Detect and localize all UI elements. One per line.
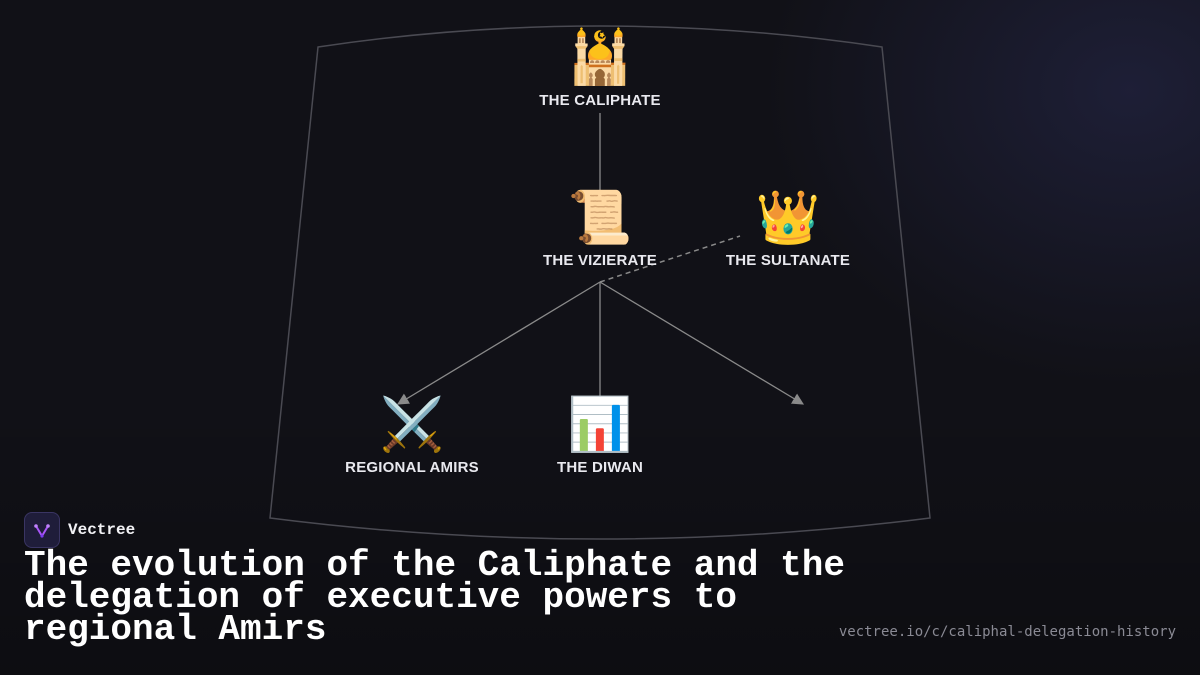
node-regional-amirs[interactable]: ⚔️ REGIONAL AMIRS: [345, 397, 479, 476]
edge-vizierate-sultanate: [599, 235, 741, 283]
node-vizierate[interactable]: 📜 THE VIZIERATE: [543, 190, 657, 269]
page-title: The evolution of the Caliphate and the d…: [24, 545, 845, 650]
scroll-icon: 📜: [567, 188, 633, 248]
edge-vizierate-amirs: [396, 281, 601, 405]
edge-vizierate-right: [599, 281, 805, 405]
crown-icon: 👑: [755, 188, 821, 248]
diagram-frame: [269, 25, 931, 540]
node-diwan[interactable]: 📊 THE DIWAN: [557, 397, 643, 476]
vectree-logo-icon: [24, 512, 60, 548]
brand-name: Vectree: [68, 521, 136, 539]
brand[interactable]: Vectree: [24, 512, 135, 548]
node-caliphate-label: THE CALIPHATE: [539, 92, 661, 109]
node-regional-amirs-label: REGIONAL AMIRS: [345, 459, 479, 476]
mosque-icon: 🕌: [567, 28, 633, 88]
node-vizierate-label: THE VIZIERATE: [543, 252, 657, 269]
bar-chart-icon: 📊: [567, 395, 633, 455]
crossed-swords-icon: ⚔️: [379, 395, 445, 455]
node-diwan-label: THE DIWAN: [557, 459, 643, 476]
source-url[interactable]: vectree.io/c/caliphal-delegation-history: [838, 624, 1176, 640]
node-sultanate[interactable]: 👑 THE SULTANATE: [726, 190, 850, 269]
node-caliphate[interactable]: 🕌 THE CALIPHATE: [539, 30, 661, 109]
node-sultanate-label: THE SULTANATE: [725, 252, 851, 269]
